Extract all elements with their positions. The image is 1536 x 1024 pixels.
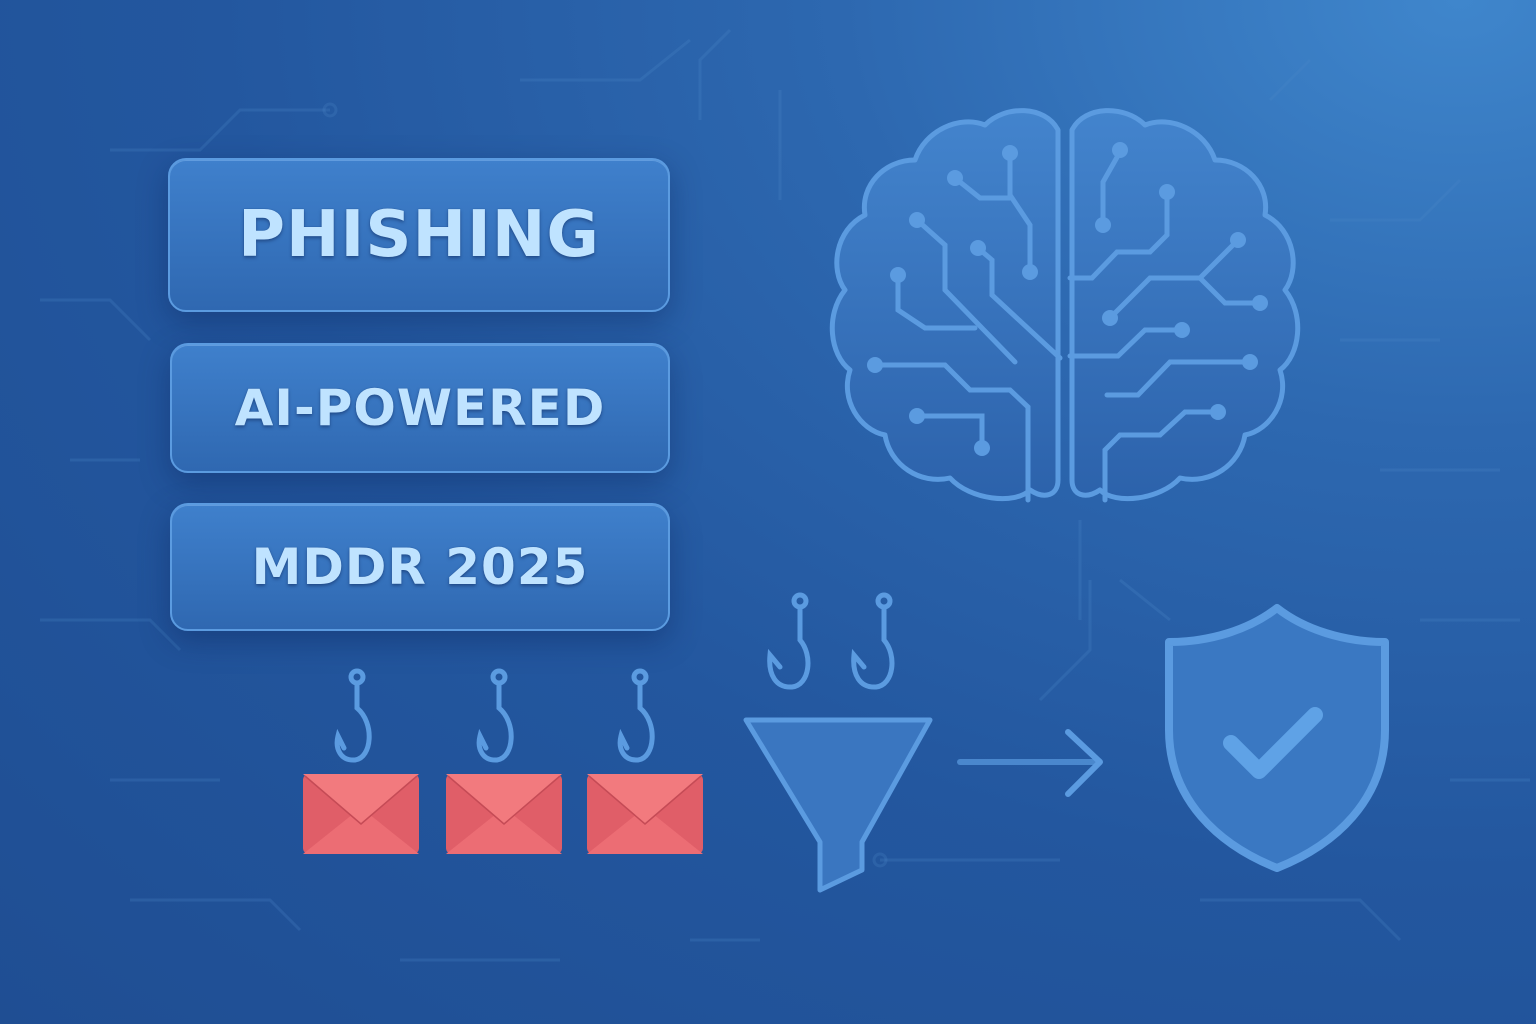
tag-label-box: MDDR 2025	[170, 503, 670, 631]
envelope-icon	[446, 774, 562, 854]
fish-hook-icon	[334, 668, 372, 763]
fish-hook-icon	[476, 668, 514, 763]
subtitle-text: AI-POWERED	[234, 379, 606, 437]
fish-hook-icon	[851, 592, 895, 690]
subtitle-label-box: AI-POWERED	[170, 343, 670, 473]
shield-check-icon	[1165, 604, 1389, 872]
fish-hook-icon	[617, 668, 655, 763]
title-text: PHISHING	[238, 198, 600, 272]
envelope-icon	[303, 774, 419, 854]
arrow-right-icon	[957, 729, 1103, 797]
title-label-box: PHISHING	[168, 158, 670, 312]
funnel-icon	[743, 717, 933, 893]
circuit-brain-icon	[829, 108, 1301, 503]
envelope-icon	[587, 774, 703, 854]
fish-hook-icon	[767, 592, 811, 690]
tag-text: MDDR 2025	[251, 538, 589, 596]
